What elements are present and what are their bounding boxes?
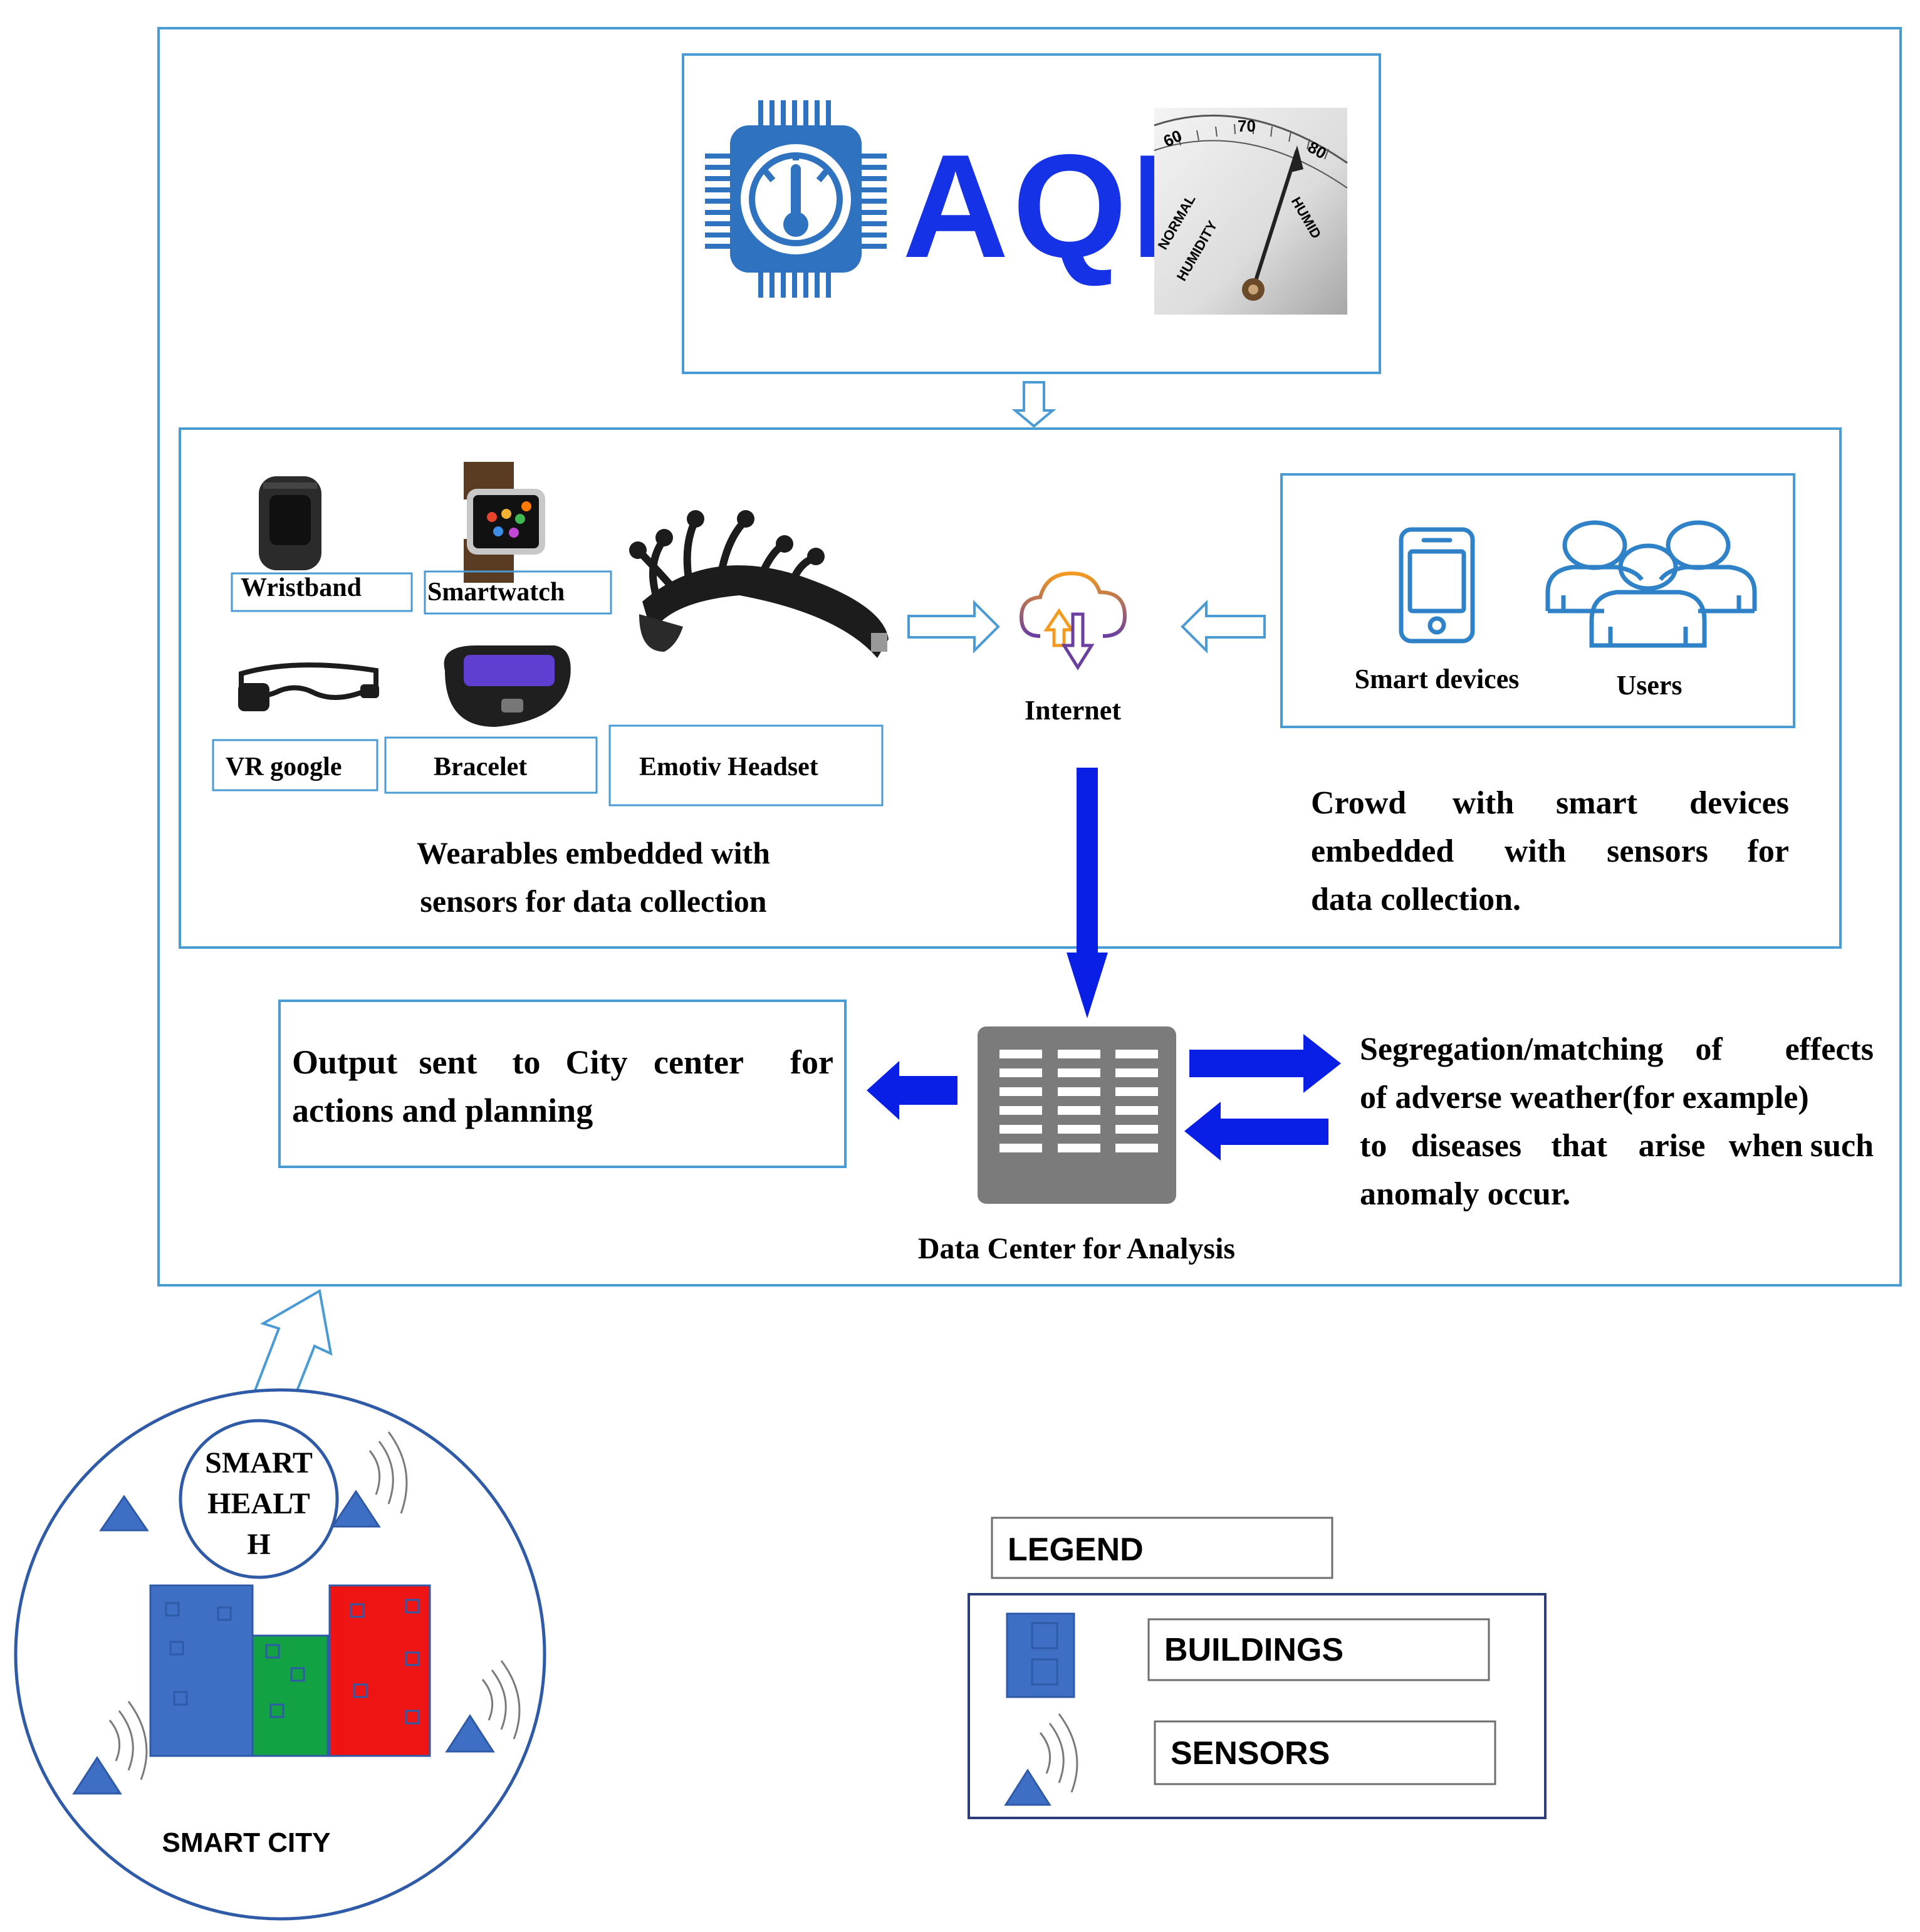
building-red xyxy=(328,1584,431,1757)
smart-city-label: SMART CITY xyxy=(162,1827,331,1858)
wristband-image xyxy=(259,476,321,570)
crowd-caption-line3: data collection. xyxy=(1311,882,1521,917)
output-word: center xyxy=(654,1043,744,1081)
server-rack-icon xyxy=(978,1026,1176,1204)
segregation-word: that xyxy=(1551,1128,1607,1164)
arrow-datacenter-to-output xyxy=(867,1061,957,1120)
legend-title: LEGEND xyxy=(1008,1532,1144,1568)
arrow-internet-to-datacenter xyxy=(1067,768,1108,1018)
segregation-word: diseases xyxy=(1411,1128,1521,1164)
sensing-panel xyxy=(179,427,1842,949)
sensor-icon xyxy=(331,1431,408,1528)
users-label: Users xyxy=(1616,670,1682,701)
output-word: to xyxy=(513,1043,541,1081)
smartphone-icon xyxy=(1399,527,1475,644)
users-icon xyxy=(1545,520,1757,648)
crowd-caption-word: Crowd xyxy=(1311,785,1406,821)
smartwatch-label-box xyxy=(424,570,612,615)
data-center-label: Data Center for Analysis xyxy=(918,1232,1235,1265)
segregation-text: Segregation/matching of effects of adver… xyxy=(1360,1031,1874,1212)
sensor-icon xyxy=(445,1660,521,1753)
aqi-box xyxy=(682,53,1381,374)
smart-health-circle xyxy=(179,1419,339,1579)
arrow-datacenter-to-segregation xyxy=(1189,1034,1341,1093)
crowd-caption-word: devices xyxy=(1689,785,1789,821)
smart-health-line3: H xyxy=(247,1528,270,1561)
legend-sensor-icon xyxy=(1004,1713,1078,1806)
output-word: sent xyxy=(419,1043,477,1081)
arrow-segregation-to-datacenter xyxy=(1184,1102,1328,1161)
output-word: City xyxy=(566,1043,628,1081)
system-frame xyxy=(157,27,1902,1287)
segregation-word: Segregation/matching xyxy=(1360,1031,1663,1067)
aqi-logo-text: AQI xyxy=(902,123,1176,288)
smart-devices-label: Smart devices xyxy=(1355,664,1520,694)
segregation-word: when xyxy=(1729,1128,1803,1164)
crowd-caption-word: with xyxy=(1453,785,1514,821)
humidity-gauge-image: 60 70 80 NORMAL HUMIDITY HUMID xyxy=(1154,108,1348,315)
smartwatch-image xyxy=(464,462,545,583)
chip-thermometer-icon xyxy=(705,100,887,298)
wristband-label: Wristband xyxy=(241,573,362,602)
crowd-caption-word: sensors xyxy=(1607,833,1708,869)
segregation-word: to xyxy=(1360,1128,1387,1164)
legend-sensors-label: SENSORS xyxy=(1171,1735,1330,1772)
arrow-wearables-to-internet xyxy=(907,600,1000,654)
output-line2: actions and planning xyxy=(292,1092,593,1129)
wristband-label-box xyxy=(231,572,413,612)
legend-sensors-box xyxy=(1154,1720,1496,1785)
crowd-caption-word: embedded xyxy=(1311,833,1454,869)
segregation-line4: anomaly occur. xyxy=(1360,1176,1570,1212)
legend-buildings-box xyxy=(1147,1618,1490,1681)
vr-google-label-box xyxy=(212,739,378,791)
smart-health-line2: HEALT xyxy=(207,1487,310,1520)
vr-glasses-image xyxy=(238,662,379,711)
emotiv-headset-label-box xyxy=(608,724,884,807)
crowd-caption-word: smart xyxy=(1556,785,1638,821)
segregation-word: such xyxy=(1810,1128,1874,1164)
segregation-word: of xyxy=(1695,1031,1723,1067)
vr-google-label: VR google xyxy=(226,753,342,781)
city-buildings xyxy=(149,1584,431,1757)
smart-health-line1: SMART xyxy=(205,1446,313,1480)
bracelet-image xyxy=(444,645,571,727)
smartwatch-label: Smartwatch xyxy=(427,578,565,607)
sensor-icon xyxy=(72,1701,148,1795)
legend-title-box xyxy=(991,1517,1333,1579)
output-text: Output sent to City center for actions a… xyxy=(292,1043,833,1129)
legend-buildings-label: BUILDINGS xyxy=(1164,1632,1343,1668)
segregation-word: effects xyxy=(1785,1031,1874,1067)
wearables-caption-line1: Wearables embedded with xyxy=(417,835,770,870)
segregation-line2: of adverse weather(for example) xyxy=(1360,1080,1809,1115)
sensor-icon xyxy=(99,1495,149,1532)
crowd-caption-word: for xyxy=(1748,833,1789,869)
arrow-crowd-to-internet xyxy=(1181,600,1266,654)
building-green xyxy=(251,1634,329,1757)
output-word: Output xyxy=(292,1043,397,1081)
output-box xyxy=(278,1000,847,1168)
internet-label: Internet xyxy=(1025,695,1121,726)
emotiv-headset-label: Emotiv Headset xyxy=(639,753,818,781)
aqi-panel: AQI 60 70 80 NORMAL HUMIDITY HUMID xyxy=(682,53,1381,374)
gauge-tick-70: 70 xyxy=(1238,117,1256,135)
output-word: for xyxy=(790,1043,833,1081)
city-sensors xyxy=(72,1431,521,1795)
wearables-caption-line2: sensors for data collection xyxy=(420,884,766,919)
bracelet-label-box xyxy=(384,736,598,794)
emotiv-headset-image xyxy=(629,510,889,658)
legend-building-icon xyxy=(1006,1612,1075,1698)
crowd-box xyxy=(1280,473,1795,728)
building-blue xyxy=(149,1584,254,1757)
arrow-aqi-down xyxy=(1011,381,1057,428)
bracelet-label: Bracelet xyxy=(434,753,527,781)
crowd-caption: Crowd with smart devices embedded with s… xyxy=(1311,785,1789,917)
crowd-caption-word: with xyxy=(1505,833,1566,869)
segregation-word: arise xyxy=(1639,1128,1706,1164)
cloud-upload-download-icon xyxy=(1019,571,1127,671)
legend-box xyxy=(968,1593,1547,1819)
